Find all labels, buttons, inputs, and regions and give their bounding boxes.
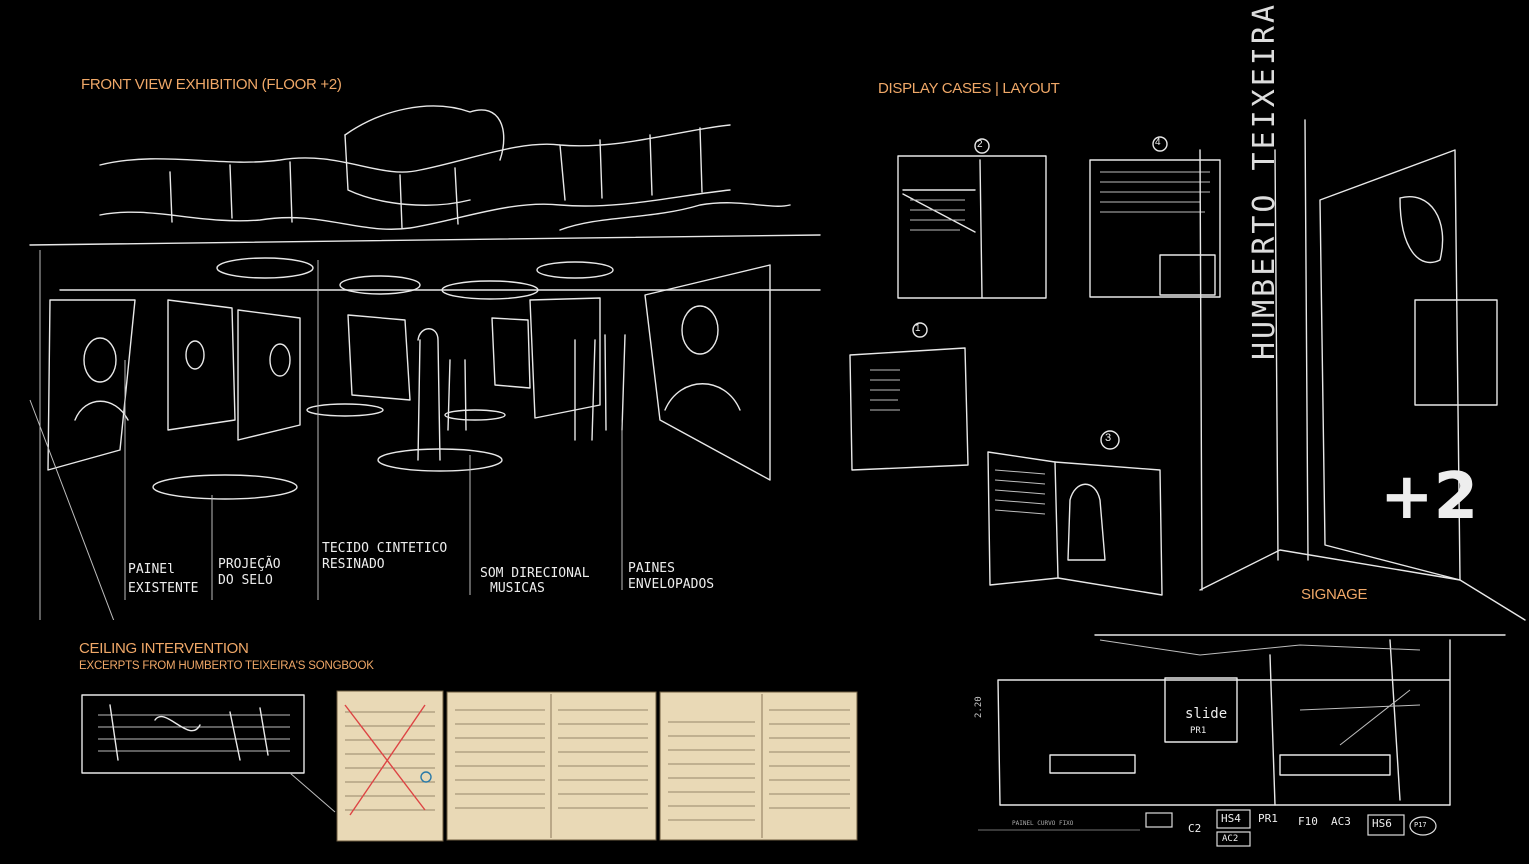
slide-code: PR1 [1190, 726, 1207, 736]
annotation-painel-line1: PAINEl [128, 562, 175, 577]
front-view-exhibition-sketch [29, 105, 821, 620]
front-view-annotations: PAINEl EXISTENTE PROJEÇÃO DO SELO TECIDO… [128, 541, 714, 596]
annotation-projecao-line1: PROJEÇÃO [218, 556, 281, 572]
annotation-painel-line2: EXISTENTE [128, 581, 198, 596]
case-number-3: 3 [1105, 432, 1112, 444]
case-number-1: 1 [915, 323, 921, 334]
front-view-heading: FRONT VIEW EXHIBITION (FLOOR +2) [81, 76, 342, 93]
case-number-2: 2 [977, 139, 983, 150]
code-f10: F10 [1298, 815, 1318, 828]
signage-heading: SIGNAGE [1301, 586, 1368, 603]
code-hs4: HS4 [1221, 812, 1241, 825]
annotation-tecido-line2: RESINADO [322, 557, 385, 572]
annotation-tecido-line1: TECIDO CINTETICO [322, 541, 447, 556]
annotation-som-line1: SOM DIRECIONAL [480, 566, 590, 581]
annotation-paines-line1: PAINES [628, 561, 675, 576]
slide-label: slide [1185, 706, 1228, 722]
code-c2: C2 [1188, 822, 1202, 835]
case-number-4: 4 [1155, 137, 1161, 148]
annotation-projecao-line2: DO SELO [218, 573, 273, 588]
ceiling-intervention-heading: CEILING INTERVENTION [79, 640, 249, 657]
code-hs6: HS6 [1372, 817, 1392, 830]
annotation-paines-line2: ENVELOPADOS [628, 577, 714, 592]
ceiling-intervention-subtitle: EXCERPTS FROM HUMBERTO TEIXEIRA'S SONGBO… [79, 660, 374, 672]
plan-dimension: 2.20 [974, 696, 984, 718]
code-p17: P17 [1414, 821, 1427, 829]
plan-note: PAINEL CURVO FIXO [1012, 820, 1074, 827]
code-pr1: PR1 [1258, 812, 1278, 825]
code-ac2: AC2 [1222, 834, 1239, 844]
display-cases-heading: DISPLAY CASES | LAYOUT [878, 80, 1060, 97]
signage-floor-label: +2 [1380, 460, 1479, 534]
annotation-som-line2: MUSICAS [490, 581, 545, 596]
code-ac3: AC3 [1331, 815, 1351, 828]
